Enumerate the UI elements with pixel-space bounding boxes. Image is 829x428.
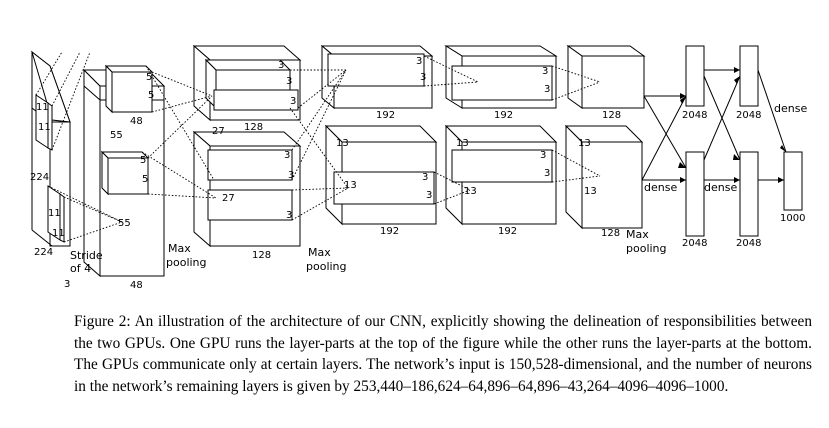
conv2-kernel-top bbox=[204, 58, 299, 111]
conv4-kernel-label: 3 bbox=[542, 66, 548, 77]
conv3-size-label: 13 bbox=[336, 138, 349, 149]
diagram-labels: 224 224 3 11 11 11 11 Stride of 4 55 55 … bbox=[30, 56, 807, 291]
conv1-size-label: 55 bbox=[118, 218, 131, 229]
dense-label: dense bbox=[774, 102, 807, 115]
conv4-depth-label: 192 bbox=[498, 226, 517, 237]
conv2-kernel-label: 3 bbox=[290, 96, 296, 107]
conv4-depth-label: 192 bbox=[494, 110, 513, 121]
output-layer bbox=[783, 151, 803, 211]
fc2-size-label: 2048 bbox=[736, 110, 761, 121]
pool3-label: pooling bbox=[626, 242, 667, 255]
conv3-kernel-label: 3 bbox=[420, 72, 426, 83]
conv2-size-label: 27 bbox=[222, 193, 235, 204]
conv3-kernel-label: 3 bbox=[426, 190, 432, 201]
fc1-bottom bbox=[685, 151, 705, 237]
conv3-depth-label: 192 bbox=[380, 226, 399, 237]
conv5-size-label: 13 bbox=[584, 186, 597, 197]
conv5-depth-label: 128 bbox=[602, 110, 621, 121]
conv1-kernel-label: 5 bbox=[148, 90, 154, 101]
kernel-size-label: 11 bbox=[38, 122, 51, 133]
caption-text: An illustration of the architecture of o… bbox=[74, 313, 812, 395]
conv3-kernel-label: 3 bbox=[416, 56, 422, 67]
kernel-size-label: 11 bbox=[48, 208, 61, 219]
conv2-kernel-label: 3 bbox=[284, 150, 290, 161]
conv4-block-top bbox=[444, 45, 558, 109]
fc1-size-label: 2048 bbox=[682, 110, 707, 121]
conv3-kernel-label: 3 bbox=[422, 172, 428, 183]
conv2-kernel-bottom bbox=[207, 149, 293, 221]
conv2-depth-label: 128 bbox=[244, 122, 263, 133]
conv5-block-top bbox=[566, 45, 646, 109]
kernel-size-label: 11 bbox=[52, 228, 65, 239]
conv4-block-bottom bbox=[444, 124, 558, 226]
dotted-connections bbox=[35, 51, 601, 243]
conv2-kernel-label: 3 bbox=[286, 210, 292, 221]
solid-connections bbox=[641, 67, 787, 183]
input-kernel-bottom bbox=[47, 185, 65, 243]
conv2-size-label: 27 bbox=[212, 126, 225, 137]
conv2-depth-label: 128 bbox=[252, 250, 271, 261]
cnn-architecture-diagram: 224 224 3 11 11 11 11 Stride of 4 55 55 … bbox=[30, 44, 807, 291]
conv1-depth-label: 48 bbox=[130, 280, 143, 291]
pool3-label: Max bbox=[626, 228, 649, 241]
fc2-bottom bbox=[739, 151, 759, 237]
kernel-size-label: 11 bbox=[36, 102, 49, 113]
conv5-size-label: 13 bbox=[578, 138, 591, 149]
fc1-size-label: 2048 bbox=[682, 238, 707, 249]
conv5-depth-label: 128 bbox=[601, 228, 620, 239]
pool1-label: Max bbox=[168, 242, 191, 255]
conv1-kernel-label: 5 bbox=[142, 174, 148, 185]
conv4-kernel-label: 3 bbox=[540, 150, 546, 161]
conv3-depth-label: 192 bbox=[376, 110, 395, 121]
input-kernel-top bbox=[35, 94, 53, 151]
conv3-block-bottom bbox=[324, 124, 438, 226]
conv4-kernel-label: 3 bbox=[544, 168, 550, 179]
fc2-size-label: 2048 bbox=[736, 238, 761, 249]
dense-label: dense bbox=[644, 181, 677, 194]
output-size-label: 1000 bbox=[780, 213, 805, 224]
conv3-size-label: 13 bbox=[344, 180, 357, 191]
conv2-kernel-label: 3 bbox=[288, 170, 294, 181]
conv2-kernel-label: 3 bbox=[286, 76, 292, 87]
fc2-top bbox=[739, 45, 759, 107]
pool1-label: pooling bbox=[166, 256, 207, 269]
conv1-size-label: 55 bbox=[110, 130, 123, 141]
input-depth-label: 3 bbox=[64, 279, 70, 290]
conv1-kernel-label: 5 bbox=[146, 72, 152, 83]
conv1-kernel-label: 5 bbox=[140, 155, 146, 166]
conv2-kernel-label: 3 bbox=[278, 60, 284, 71]
fc1-top bbox=[685, 45, 705, 107]
stride-label: of 4 bbox=[70, 262, 91, 275]
input-size-side-label: 224 bbox=[34, 247, 53, 258]
conv5-block-bottom bbox=[564, 124, 644, 230]
caption-label: Figure 2: bbox=[74, 313, 131, 330]
input-size-top-label: 224 bbox=[30, 172, 49, 183]
pool2-label: pooling bbox=[306, 260, 347, 273]
dense-label: dense bbox=[704, 181, 737, 194]
conv4-kernel-label: 3 bbox=[544, 84, 550, 95]
conv3-block-top bbox=[320, 44, 434, 110]
pool2-label: Max bbox=[308, 246, 331, 259]
conv4-size-label: 13 bbox=[464, 186, 477, 197]
figure-caption: Figure 2: An illustration of the archite… bbox=[74, 311, 812, 397]
conv1-depth-label: 48 bbox=[130, 116, 143, 127]
conv4-size-label: 13 bbox=[456, 138, 469, 149]
stride-label: Stride bbox=[70, 249, 103, 262]
